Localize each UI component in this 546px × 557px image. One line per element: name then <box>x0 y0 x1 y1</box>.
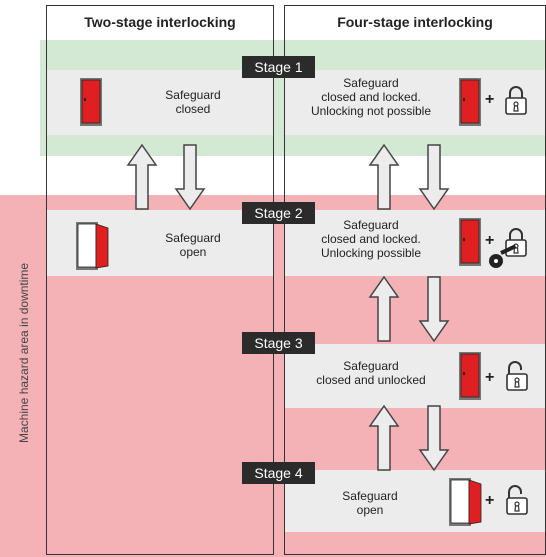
arrow-up-icon <box>369 276 399 342</box>
right-s1-line1: Safeguard <box>343 76 399 90</box>
left-stage1-label: Safeguard closed <box>148 88 238 116</box>
right-s2-line2: closed and locked. <box>321 232 421 246</box>
right-s1-line3: Unlocking not possible <box>310 104 432 118</box>
stage-1-badge: Stage 1 <box>242 56 315 78</box>
row-right-stage4 <box>285 470 546 532</box>
row-right-stage2 <box>285 210 546 276</box>
left-s2-line1: Safeguard <box>165 231 221 245</box>
row-right-stage3 <box>285 344 546 408</box>
plus-stage2: + <box>485 232 495 249</box>
right-stage1-label: Safeguard closed and locked. Unlocking n… <box>296 76 446 118</box>
padlock-open-icon <box>506 361 528 391</box>
arrow-down-icon <box>419 276 449 342</box>
right-s1-line2: closed and locked. <box>321 90 421 104</box>
door-closed-icon <box>79 77 103 127</box>
arrow-up-icon <box>369 144 399 210</box>
padlock-open-icon <box>506 485 528 515</box>
right-s4-line2: open <box>356 503 384 517</box>
door-open-icon <box>449 478 482 526</box>
right-stage3-label: Safeguard closed and unlocked <box>296 359 446 387</box>
door-open-icon <box>76 222 109 270</box>
row-right-stage1 <box>285 70 546 135</box>
door-closed-icon <box>458 217 482 267</box>
door-closed-icon <box>458 351 482 401</box>
right-s3-line2: closed and unlocked <box>316 373 426 387</box>
right-s2-line3: Unlocking possible <box>320 246 422 260</box>
gap-left <box>46 156 273 195</box>
right-s2-line1: Safeguard <box>343 218 399 232</box>
arrow-up-icon <box>127 144 157 210</box>
stage-4-badge: Stage 4 <box>242 462 315 484</box>
arrow-down-icon <box>175 144 205 210</box>
padlock-locked-icon <box>505 86 527 115</box>
stage-3-badge: Stage 3 <box>242 332 315 354</box>
gap-left-top <box>46 0 273 40</box>
right-stage2-label: Safeguard closed and locked. Unlocking p… <box>296 218 446 260</box>
stage-2-badge: Stage 2 <box>242 202 315 224</box>
plus-stage4: + <box>485 492 495 509</box>
two-stage-title: Two-stage interlocking <box>84 14 236 30</box>
arrow-down-icon <box>419 144 449 210</box>
key-icon <box>489 244 517 268</box>
left-s2-line2: open <box>179 245 207 259</box>
right-stage4-label: Safeguard open <box>310 489 430 517</box>
plus-stage3: + <box>485 369 495 386</box>
plus-stage1: + <box>485 91 495 108</box>
right-s3-line1: Safeguard <box>343 359 399 373</box>
left-stage2-label: Safeguard open <box>148 231 238 259</box>
right-s4-line1: Safeguard <box>342 489 398 503</box>
gap-right <box>285 156 546 195</box>
door-closed-icon <box>458 77 482 127</box>
arrow-up-icon <box>369 405 399 471</box>
arrow-down-icon <box>419 405 449 471</box>
column-two-stage <box>46 5 274 555</box>
left-s1-line2: closed <box>175 102 211 116</box>
four-stage-title: Four-stage interlocking <box>337 14 493 30</box>
left-s1-line1: Safeguard <box>165 88 221 102</box>
padlock-locked-icon <box>505 228 527 257</box>
